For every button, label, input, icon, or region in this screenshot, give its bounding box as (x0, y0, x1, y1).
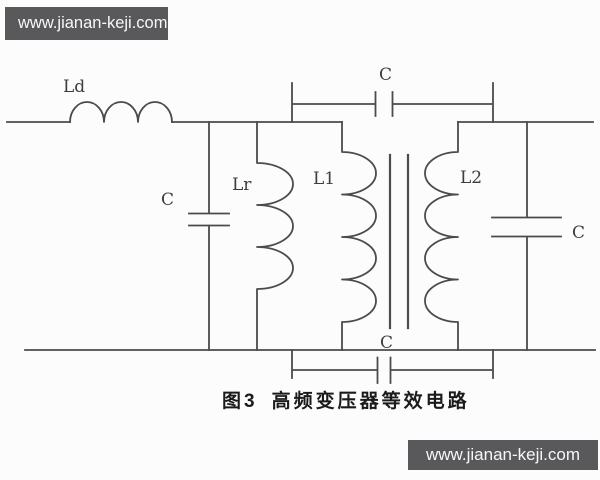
ld-inductor (69, 101, 173, 123)
l1-label: L1 (313, 169, 335, 189)
transformer-core (388, 153, 410, 330)
figure-title: 高频变压器等效电路 (271, 391, 470, 412)
top-capacitor-label: C (379, 65, 392, 85)
l2-label: L2 (460, 168, 482, 188)
input-capacitor-label: C (161, 190, 174, 210)
bottom-capacitor-label: C (380, 333, 393, 353)
top-coupling-capacitor (291, 82, 494, 123)
bottom-coupling-capacitor (291, 349, 494, 384)
lr-coil (256, 121, 294, 351)
output-capacitor (491, 121, 562, 351)
l1-primary-winding (341, 121, 377, 351)
lr-label: Lr (232, 175, 252, 195)
l2-secondary-winding (424, 121, 459, 351)
figure-caption: 图3 高频变压器等效电路 (222, 386, 470, 413)
watermark-top-bar: www.jianan-keji.com (5, 7, 168, 40)
watermark-bottom-bar: www.jianan-keji.com (408, 440, 598, 470)
output-capacitor-label: C (572, 223, 585, 243)
ld-label: Ld (63, 77, 85, 97)
input-capacitor (188, 121, 230, 351)
figure-number: 图3 (222, 391, 258, 412)
